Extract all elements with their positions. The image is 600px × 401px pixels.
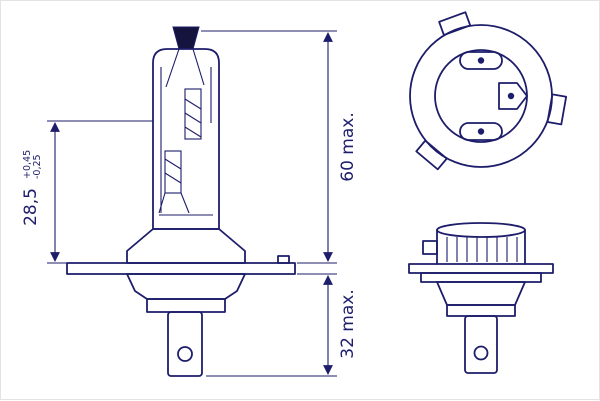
neck-collar	[126, 228, 246, 264]
mounting-flange	[66, 262, 296, 275]
flange-tab	[277, 255, 290, 264]
base-side-view	[408, 222, 554, 374]
terminal-prong	[167, 311, 203, 377]
flange-lower	[420, 272, 542, 283]
dimension-base-length: 32 max.	[206, 273, 358, 377]
dim-filament-offset-tol-minus: -0,25	[32, 154, 43, 179]
base-taper	[436, 281, 526, 306]
base-step-2	[446, 304, 516, 317]
flange-upper	[408, 263, 554, 274]
dim-filament-offset-tol-plus: +0,45	[22, 150, 33, 179]
index-tab-bottom	[415, 139, 448, 171]
prong-hole-2	[473, 345, 489, 361]
can-top-ellipse	[436, 222, 526, 238]
contact-right-dot	[507, 92, 515, 100]
prong-hole	[177, 346, 193, 362]
base-top-view	[409, 11, 568, 171]
dim-filament-offset-value: 28,5	[21, 188, 41, 226]
contact-top-dot	[477, 57, 485, 64]
contact-bottom-dot	[477, 128, 485, 135]
base-body	[126, 273, 246, 300]
contact-top	[459, 51, 503, 70]
contact-bottom	[459, 122, 503, 141]
bulb-tip	[172, 26, 200, 50]
dimension-filament-offset: 28,5 +0,45 -0,25	[21, 120, 153, 264]
can-notch	[422, 240, 438, 255]
contact-right	[498, 82, 528, 110]
glass-envelope	[152, 48, 220, 230]
filament-upper	[184, 88, 202, 140]
terminal-prong-2	[464, 315, 498, 374]
index-tab-right	[546, 93, 568, 126]
can-ribs	[446, 237, 518, 262]
bulb-side-view	[66, 26, 296, 377]
dim-glass-length-label: 60 max.	[338, 112, 358, 181]
dim-base-length-label: 32 max.	[338, 289, 358, 358]
base-step	[146, 298, 226, 313]
internal-electrodes	[158, 48, 213, 216]
dimension-glass-length: 60 max.	[201, 30, 358, 264]
filament-lower	[164, 150, 182, 194]
index-tab-top	[438, 11, 472, 36]
